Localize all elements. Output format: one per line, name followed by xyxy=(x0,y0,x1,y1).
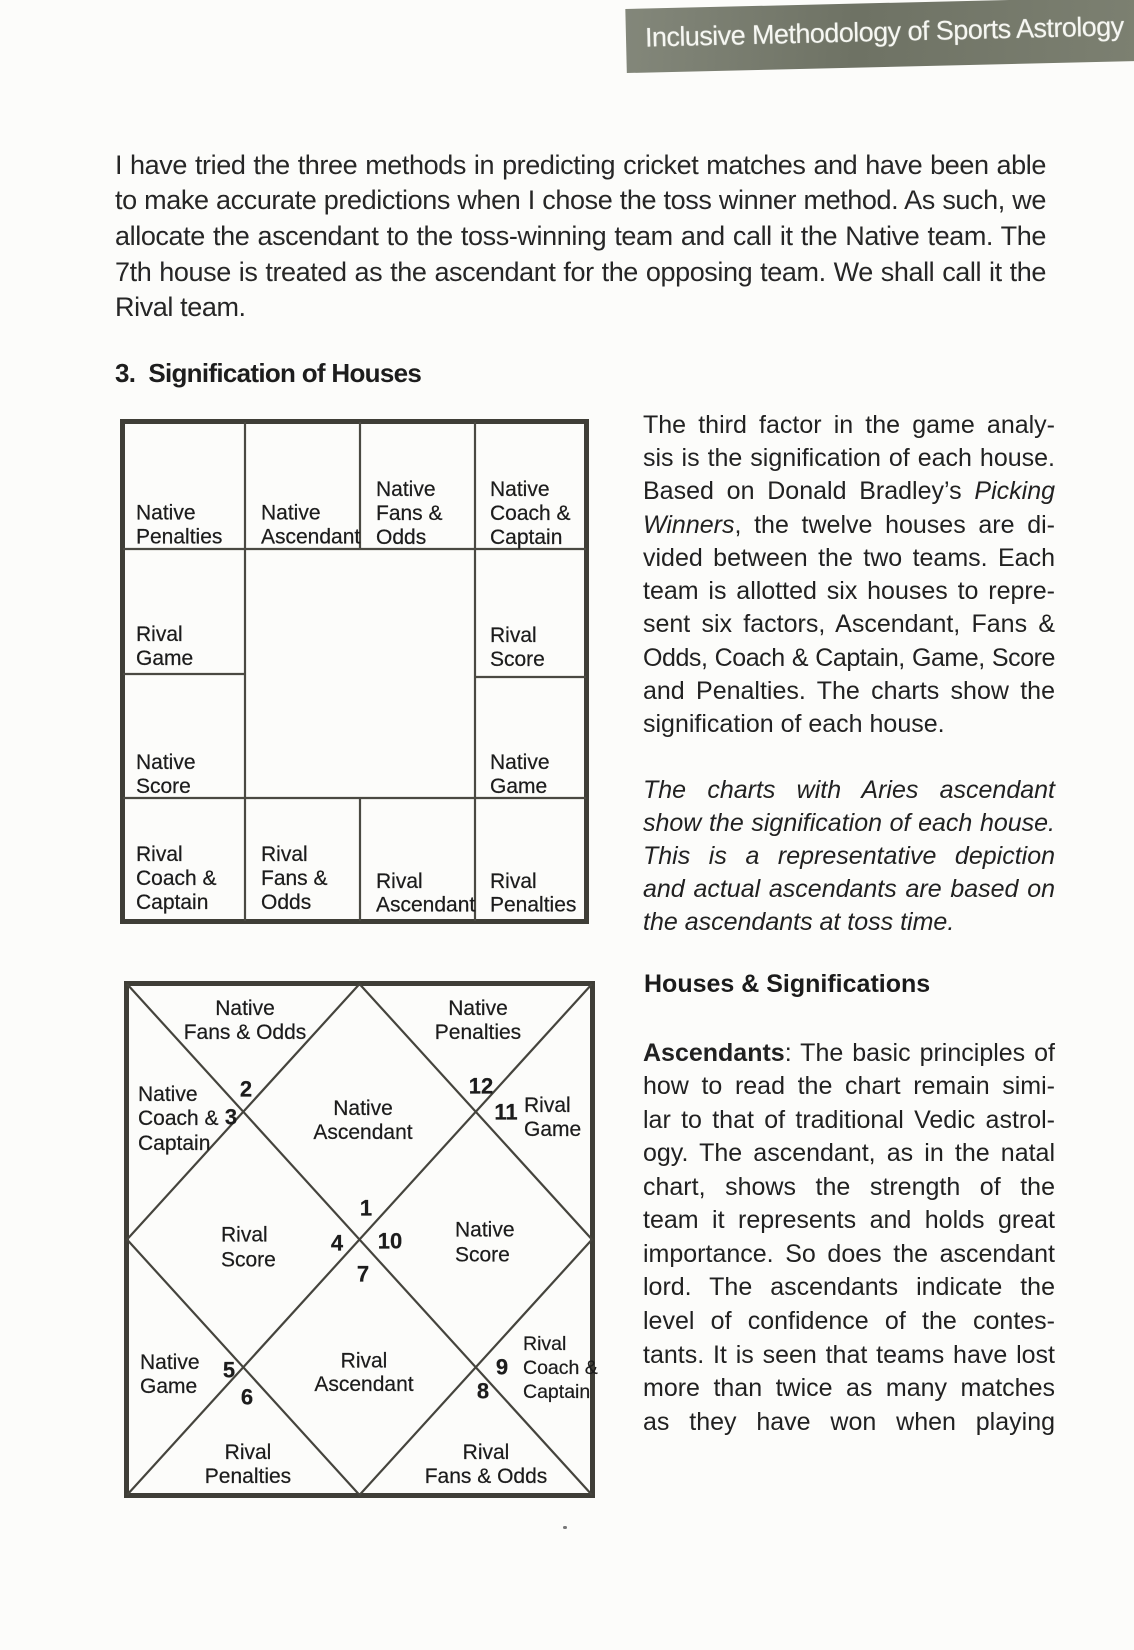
svg-text:2: 2 xyxy=(240,1077,252,1102)
svg-text:Odds: Odds xyxy=(261,891,311,914)
svg-text:Native: Native xyxy=(138,1083,198,1106)
svg-text:10: 10 xyxy=(378,1229,402,1254)
svg-text:Rival: Rival xyxy=(221,1224,268,1247)
svg-text:Captain: Captain xyxy=(138,1132,210,1155)
svg-text:Fans & Odds: Fans & Odds xyxy=(184,1021,307,1044)
svg-text:Score: Score xyxy=(136,775,191,798)
svg-text:Fans &: Fans & xyxy=(376,502,443,525)
svg-text:Native: Native xyxy=(455,1219,515,1242)
svg-text:7: 7 xyxy=(357,1262,369,1287)
svg-text:Score: Score xyxy=(490,648,545,671)
svg-text:Native: Native xyxy=(333,1097,393,1120)
svg-text:Coach &: Coach & xyxy=(490,502,571,525)
svg-text:Fans &: Fans & xyxy=(261,867,328,890)
svg-text:Fans & Odds: Fans & Odds xyxy=(425,1465,548,1488)
svg-text:Ascendant: Ascendant xyxy=(313,1121,412,1144)
svg-text:Penalties: Penalties xyxy=(435,1021,521,1044)
svg-text:Coach &: Coach & xyxy=(523,1357,598,1379)
svg-text:1: 1 xyxy=(360,1196,372,1221)
svg-text:Native: Native xyxy=(261,502,321,525)
svg-text:Rival: Rival xyxy=(341,1350,388,1373)
svg-text:Native: Native xyxy=(490,751,550,774)
svg-text:Rival: Rival xyxy=(463,1441,510,1464)
svg-text:Native: Native xyxy=(448,997,508,1020)
svg-text:Captain: Captain xyxy=(523,1381,590,1403)
svg-text:Ascendant: Ascendant xyxy=(261,526,360,549)
svg-text:Penalties: Penalties xyxy=(205,1465,291,1488)
svg-text:Ascendant: Ascendant xyxy=(376,894,475,917)
svg-text:Game: Game xyxy=(524,1118,581,1141)
svg-text:Rival: Rival xyxy=(523,1333,566,1355)
svg-text:Captain: Captain xyxy=(490,526,562,549)
svg-text:Score: Score xyxy=(455,1244,510,1267)
svg-text:Game: Game xyxy=(140,1375,197,1398)
svg-text:Penalties: Penalties xyxy=(136,526,222,549)
svg-text:Rival: Rival xyxy=(490,624,537,647)
svg-text:Native: Native xyxy=(215,997,275,1020)
svg-text:Odds: Odds xyxy=(376,526,426,549)
svg-text:Coach &: Coach & xyxy=(136,867,217,890)
svg-text:6: 6 xyxy=(241,1385,253,1410)
svg-text:3: 3 xyxy=(225,1105,237,1130)
svg-text:12: 12 xyxy=(469,1074,493,1099)
svg-text:Game: Game xyxy=(136,647,193,670)
svg-text:Penalties: Penalties xyxy=(490,894,576,917)
svg-text:Captain: Captain xyxy=(136,891,208,914)
svg-text:Rival: Rival xyxy=(136,623,183,646)
svg-text:9: 9 xyxy=(496,1355,508,1380)
svg-text:Native: Native xyxy=(490,478,550,501)
svg-text:Rival: Rival xyxy=(225,1441,272,1464)
svg-text:4: 4 xyxy=(331,1231,344,1256)
svg-text:Rival: Rival xyxy=(136,843,183,866)
svg-text:Score: Score xyxy=(221,1249,276,1272)
svg-text:5: 5 xyxy=(223,1358,235,1383)
svg-text:Native: Native xyxy=(140,1351,200,1374)
svg-text:11: 11 xyxy=(494,1100,517,1125)
svg-text:8: 8 xyxy=(477,1379,489,1404)
svg-text:Rival: Rival xyxy=(376,870,423,893)
svg-text:Native: Native xyxy=(376,478,436,501)
svg-text:Native: Native xyxy=(136,751,196,774)
svg-text:Ascendant: Ascendant xyxy=(314,1373,413,1396)
svg-text:Native: Native xyxy=(136,502,196,525)
svg-text:Rival: Rival xyxy=(490,870,537,893)
svg-text:Coach &: Coach & xyxy=(138,1107,219,1130)
svg-text:Rival: Rival xyxy=(261,843,308,866)
svg-text:Rival: Rival xyxy=(524,1094,571,1117)
svg-text:Game: Game xyxy=(490,775,547,798)
